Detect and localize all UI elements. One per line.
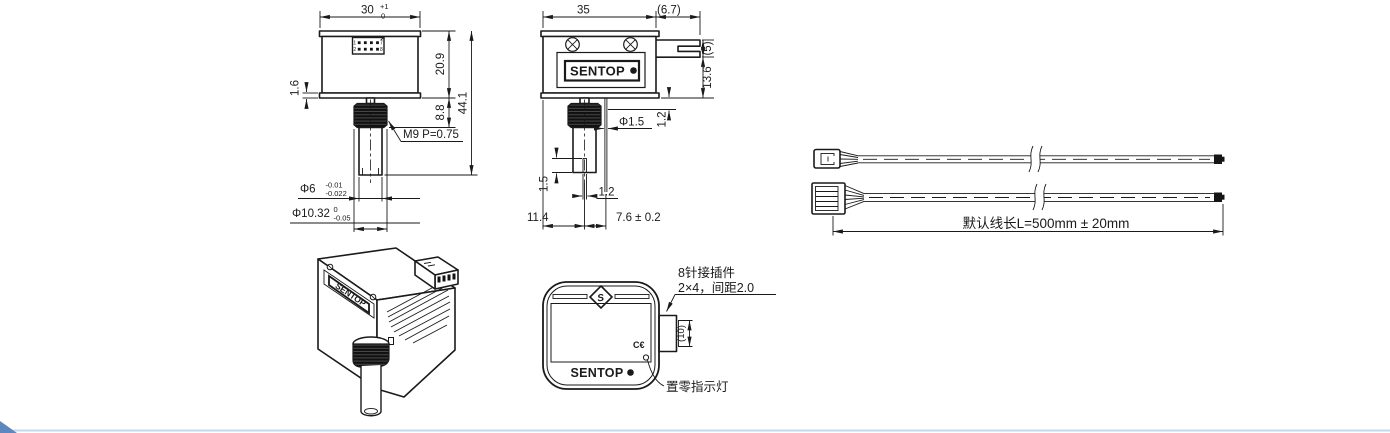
bushing-dia-label: Φ10.32 xyxy=(292,208,330,220)
shaft-dia-label: Φ6 xyxy=(300,184,316,196)
bushing-tol-lower: -0.05 xyxy=(334,214,351,223)
side-view: 35 (6.7) SENTOP xyxy=(527,5,714,230)
side-dim-pin-offset: 1.2 xyxy=(607,87,676,128)
iso-vent-lines xyxy=(386,281,451,344)
cable-break-mark xyxy=(1028,145,1034,173)
side-width-label: 35 xyxy=(577,5,590,17)
pin-label-7: 7 xyxy=(380,41,383,47)
iso-threaded-bushing xyxy=(352,343,390,368)
cable-bottom xyxy=(811,182,1225,215)
back-view: S C€ SENTOP (10) 8针接插件 2×4，间距2.0 置零指示灯 xyxy=(542,265,776,394)
iso-shaft-cylinder xyxy=(360,365,382,417)
front-view: 30 +1 0 1 7 2 8 xyxy=(290,2,478,232)
front-dim-shaft-dia: Φ6 -0.01 -0.022 xyxy=(298,177,420,202)
slot-depth-label: 1.5 xyxy=(539,176,551,192)
front-thread-callout: M9 P=0.75 xyxy=(388,120,463,142)
back-panel xyxy=(550,303,652,363)
dim-body-height: 20.9 xyxy=(435,53,447,75)
shaft-tol-upper: -0.01 xyxy=(326,181,343,190)
dim-width-label: 30 xyxy=(361,5,374,17)
cable-assembly: 默认线长L=500mm ± 20mm xyxy=(811,145,1225,236)
left-offset-label: 11.4 xyxy=(527,212,549,224)
cable-break-mark xyxy=(1032,183,1038,211)
pin-label-2: 2 xyxy=(353,47,356,53)
back-connector: (10) xyxy=(658,314,693,353)
footer-line xyxy=(0,429,1390,432)
side-height-label: 13.6 xyxy=(702,66,714,88)
iso-pin xyxy=(388,337,394,345)
cable-bottom-connector xyxy=(811,182,846,215)
side-shaft-slot xyxy=(582,158,587,173)
side-tab-height-label: (5) xyxy=(702,41,714,55)
front-connector-8pin: 1 7 2 8 xyxy=(351,36,385,55)
front-dim-width: 30 +1 0 xyxy=(319,2,421,28)
iso-shaft xyxy=(352,336,394,417)
screw-icon xyxy=(565,37,580,52)
side-dims-bottom: 11.4 7.6 ± 0.2 xyxy=(527,100,661,230)
dim-total-height: 44.1 xyxy=(458,92,470,114)
dim-flange-label: 1.6 xyxy=(290,80,302,96)
side-flange xyxy=(540,92,660,99)
side-dim-pin-dia: Φ1.5 xyxy=(593,117,652,131)
pin-offset-label: 1.2 xyxy=(657,112,669,128)
footer-decoration xyxy=(0,421,1390,433)
cable-top xyxy=(813,145,1225,173)
dim-width-tol-lower: 0 xyxy=(381,12,385,21)
zero-indicator-led xyxy=(642,354,650,361)
side-dim-slot-width: 1.2 xyxy=(572,174,618,200)
front-dims-right: 20.9 8.8 44.1 xyxy=(384,30,478,176)
logo-diamond-icon: S xyxy=(588,284,614,310)
side-connector-tab xyxy=(656,39,701,58)
cable-length-label: 默认线长L=500mm ± 20mm xyxy=(963,216,1130,231)
cable-top-connector xyxy=(813,148,841,169)
cable-top-wire-end xyxy=(1214,154,1222,164)
connector-height-label: (10) xyxy=(676,325,687,342)
connector-note: 8针接插件 2×4，间距2.0 xyxy=(666,265,776,312)
indicator-note-label: 置零指示灯 xyxy=(666,379,729,394)
connector-note-line1: 8针接插件 xyxy=(678,265,735,280)
connector-note-line2: 2×4，间距2.0 xyxy=(678,281,754,295)
front-dim-bushing-dia: Φ10.32 0 -0.05 xyxy=(290,129,420,232)
front-dim-flange: 1.6 xyxy=(290,80,318,109)
pin-label-1: 1 xyxy=(353,41,356,47)
side-tab-width-label: (6.7) xyxy=(657,5,681,17)
pin-dia-label: Φ1.5 xyxy=(619,117,644,129)
side-dims-right: (5) 13.6 xyxy=(661,39,714,99)
ce-mark: C€ xyxy=(633,340,645,350)
side-brand-label: SENTOP xyxy=(570,64,625,79)
logo-letter: S xyxy=(597,293,605,305)
iso-view: SENTOP xyxy=(317,247,459,417)
iso-connector xyxy=(414,256,459,290)
cable-length-dim: 默认线长L=500mm ± 20mm xyxy=(832,204,1224,236)
indicator-note: 置零指示灯 xyxy=(647,359,729,394)
front-top-cap xyxy=(318,30,422,38)
screw-icon xyxy=(623,37,638,52)
pin-label-8: 8 xyxy=(380,47,383,53)
shaft-tol-lower: -0.022 xyxy=(326,189,347,198)
dim-width-tol-upper: +1 xyxy=(380,2,389,11)
back-brand-label: SENTOP xyxy=(571,366,624,380)
dim-bushing-height: 8.8 xyxy=(435,105,447,121)
side-top-cap xyxy=(540,30,660,38)
footer-corner-triangle xyxy=(0,421,17,433)
slot-width-label: 1.2 xyxy=(599,187,615,199)
side-dim-width: 35 (6.7) xyxy=(542,5,701,35)
cable-bottom-wire-end xyxy=(1214,192,1222,202)
brand-dot-icon xyxy=(630,67,637,74)
bushing-tol-upper: 0 xyxy=(334,205,338,214)
side-brand-plate: SENTOP xyxy=(556,51,646,89)
side-dim-slot-depth: 1.5 xyxy=(539,147,582,192)
thread-spec-label: M9 P=0.75 xyxy=(403,129,459,141)
pin-spacing-label: 7.6 ± 0.2 xyxy=(616,212,661,224)
brand-dot-icon xyxy=(627,369,634,376)
